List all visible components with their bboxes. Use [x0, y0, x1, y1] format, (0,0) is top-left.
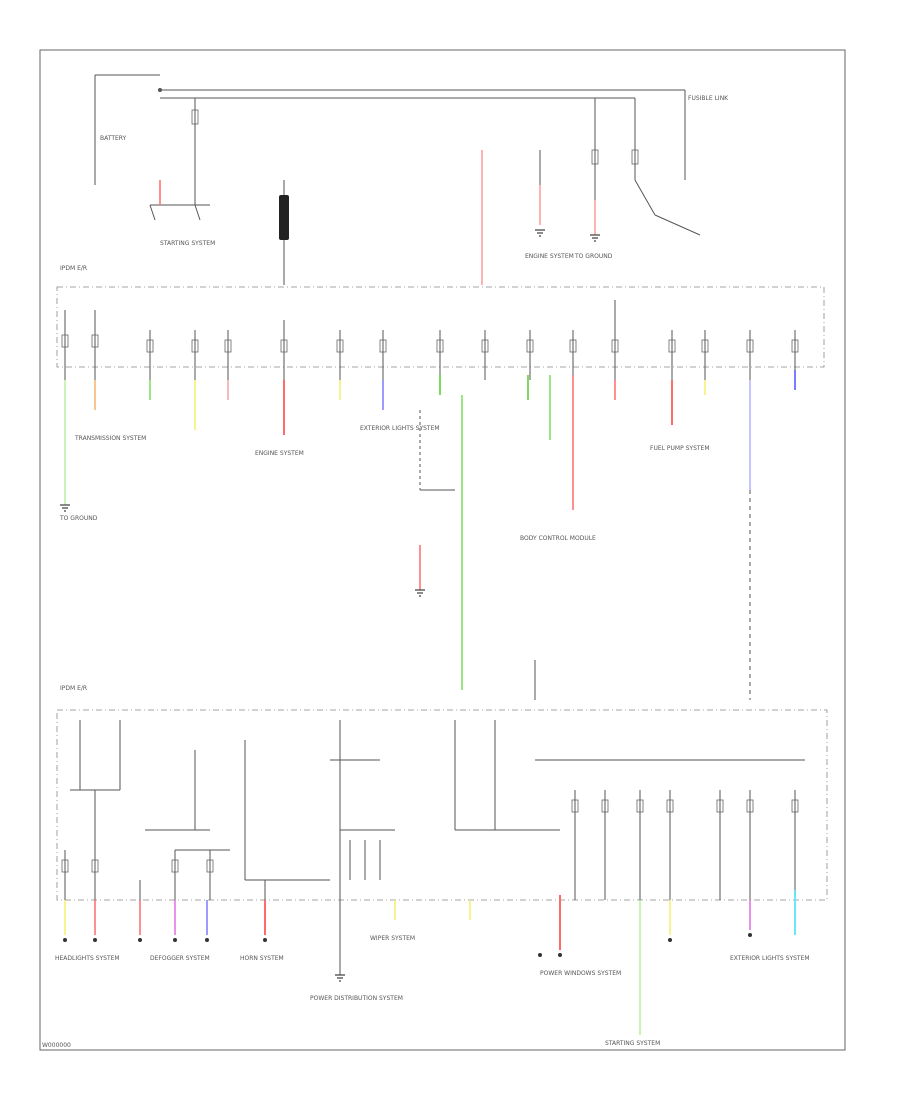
- middle-fuse-row: [61, 300, 799, 380]
- top-right-relays: [481, 150, 701, 285]
- fusible-link-label: FUSIBLE LINK: [688, 95, 729, 102]
- ipdm-box-bottom: [56, 709, 828, 901]
- main-fusible-link: [279, 180, 289, 285]
- battery-feed: [94, 74, 686, 205]
- defogger-label: DEFOGGER SYSTEM: [150, 955, 210, 962]
- bottom-internal-wiring: [61, 720, 805, 975]
- fuel-pump-label: FUEL PUMP SYSTEM: [650, 445, 710, 452]
- middle-dashed-links: [419, 410, 751, 700]
- ground-symbols: [60, 229, 752, 982]
- exterior-lights-label: EXTERIOR LIGHTS SYSTEM: [360, 425, 440, 432]
- engine-system-label-top: ENGINE SYSTEM: [525, 253, 574, 260]
- ipdm-box-middle: [56, 286, 825, 368]
- bottom-colored-wires: [64, 890, 796, 1035]
- power-windows-label: POWER WINDOWS SYSTEM: [540, 970, 621, 977]
- power-dist-label: POWER DISTRIBUTION SYSTEM: [310, 995, 403, 1002]
- to-ground-label-top: TO GROUND: [574, 253, 613, 260]
- starting-system-label-bottom: STARTING SYSTEM: [605, 1040, 660, 1047]
- diagram-border: [39, 49, 846, 1051]
- starter-relay: [149, 180, 210, 221]
- to-ground-label-mid: TO GROUND: [59, 515, 98, 522]
- middle-colored-wires: [64, 370, 796, 690]
- battery-label: BATTERY: [100, 135, 127, 142]
- page-code: W000000: [42, 1042, 71, 1049]
- engine-system-label-mid: ENGINE SYSTEM: [255, 450, 304, 457]
- horn-label: HORN SYSTEM: [240, 955, 284, 962]
- body-control-label: BODY CONTROL MODULE: [520, 535, 596, 542]
- transmission-label: TRANSMISSION SYSTEM: [74, 435, 146, 442]
- ipdm-label-bottom: IPDM E/R: [60, 685, 87, 692]
- wiper-label: WIPER SYSTEM: [370, 935, 415, 942]
- starting-system-label: STARTING SYSTEM: [160, 240, 215, 247]
- ipdm-label-middle: IPDM E/R: [60, 265, 87, 272]
- exterior-lights-label-bottom: EXTERIOR LIGHTS SYSTEM: [730, 955, 810, 962]
- headlights-label: HEADLIGHTS SYSTEM: [55, 955, 120, 962]
